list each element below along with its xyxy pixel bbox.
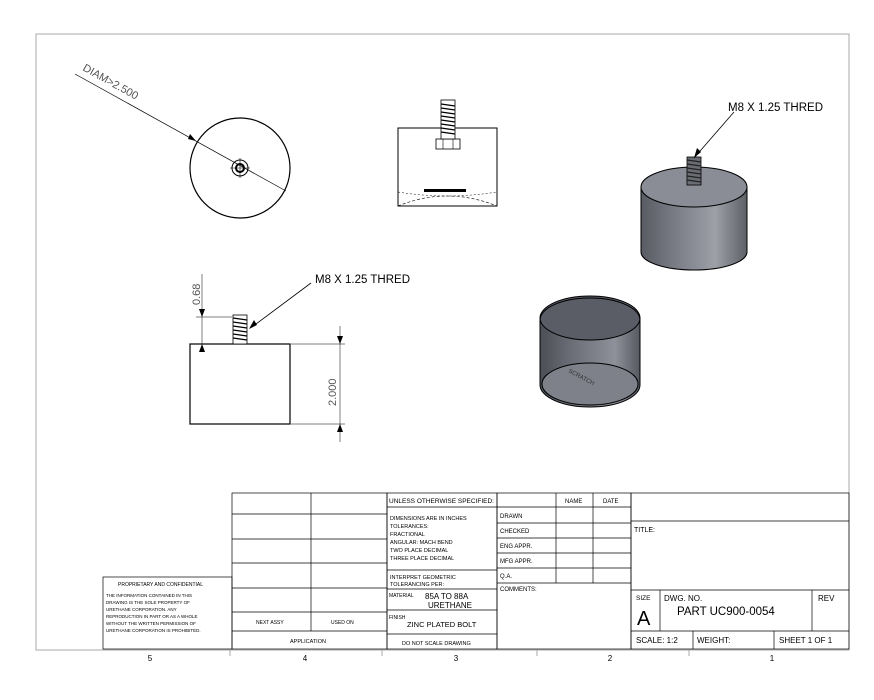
- diam-leader: [74, 73, 287, 192]
- front-view-top: [397, 99, 498, 207]
- dims-line-5: TWO PLACE DECIMAL: [390, 548, 448, 554]
- checked-label: CHECKED: [500, 529, 530, 535]
- proprietary-title: PROPRIETARY AND CONFIDENTIAL: [118, 582, 203, 588]
- dimension-068: 0.68: [191, 284, 203, 305]
- finish-value: ZINC PLATED BOLT: [407, 620, 477, 629]
- thread-callout-iso: M8 X 1.25 THRED: [728, 102, 823, 114]
- zone-1: 1: [770, 654, 775, 663]
- scale-value: SCALE: 1:2: [636, 636, 678, 645]
- material-value-1: 85A TO 88A: [425, 592, 469, 601]
- dimension-2000: 2.000: [327, 378, 339, 406]
- title-block-text: UNLESS OTHERWISE SPECIFIED: NAME DATE DR…: [106, 498, 835, 647]
- application-label: APPLICATION: [290, 639, 326, 645]
- weight-label: WEIGHT:: [697, 636, 730, 645]
- do-not-scale: DO NOT SCALE DRAWING: [402, 641, 471, 647]
- zone-2: 2: [608, 654, 613, 663]
- sheet-border: [35, 33, 850, 651]
- dwg-no-value: PART UC900-0054: [677, 606, 775, 618]
- comments-label: COMMENTS:: [500, 587, 537, 593]
- interpret-line-2: TOLERANCING PER:: [390, 582, 444, 588]
- thread-callout-front: M8 X 1.25 THRED: [315, 274, 410, 286]
- used-on-label: USED ON: [331, 620, 354, 626]
- front-view-dimensioned: [189, 274, 345, 442]
- title-block-lines: [102, 492, 850, 650]
- date-header: DATE: [603, 499, 619, 505]
- proprietary-line-1: THE INFORMATION CONTAINED IN THIS: [106, 593, 192, 598]
- interpret-line-1: INTERPRET GEOMETRIC: [390, 575, 456, 581]
- proprietary-line-3: URETHANE CORPORATION. ANY: [106, 607, 177, 612]
- proprietary-line-6: URETHANE CORPORATION IS PROHIBITED.: [106, 628, 201, 633]
- size-label: SIZE: [636, 595, 651, 602]
- dims-line-3: FRACTIONAL: [390, 532, 425, 538]
- qa-label: Q.A.: [500, 574, 512, 580]
- zone-5: 5: [148, 654, 153, 663]
- proprietary-line-5: WITHOUT THE WRITTEN PERMISSION OF: [106, 621, 196, 626]
- drawn-label: DRAWN: [500, 514, 522, 520]
- zone-ticks: [229, 650, 690, 656]
- iso-view-bottom: [539, 295, 641, 408]
- dimension-arrows: [199, 309, 343, 432]
- rev-label: REV: [818, 594, 835, 603]
- material-value-2: URETHANE: [428, 601, 472, 610]
- proprietary-line-4: REPRODUCTION IN PART OR AS A WHOLE: [106, 614, 198, 619]
- stud-threads-top: [440, 103, 456, 135]
- name-header: NAME: [565, 499, 582, 505]
- iso-view-top: [640, 111, 748, 271]
- zone-3: 3: [454, 654, 459, 663]
- next-assy-label: NEXT ASSY: [256, 620, 284, 626]
- material-label: MATERIAL: [389, 593, 414, 599]
- top-view: [74, 73, 291, 219]
- zone-4: 4: [303, 654, 308, 663]
- stud-threads-front: [232, 317, 248, 341]
- dims-line-2: TOLERANCES:: [390, 524, 429, 530]
- size-value: A: [637, 608, 651, 630]
- dwg-no-label: DWG. NO.: [664, 594, 702, 603]
- dims-line-6: THREE PLACE DECIMAL: [390, 556, 454, 562]
- dims-line-4: ANGULAR: MACH BEND: [390, 540, 453, 546]
- mfg-appr-label: MFG APPR.: [500, 559, 533, 565]
- proprietary-line-2: DRAWING IS THE SOLE PROPERTY OF: [106, 600, 190, 605]
- sheet-value: SHEET 1 OF 1: [779, 636, 833, 645]
- unless-label: UNLESS OTHERWISE SPECIFIED:: [389, 498, 494, 505]
- finish-label: FINISH: [389, 615, 406, 621]
- title-label: TITLE:: [634, 527, 655, 534]
- dims-line-1: DIMENSIONS ARE IN INCHES: [390, 516, 467, 522]
- eng-appr-label: ENG APPR.: [500, 544, 533, 550]
- zone-labels: 5 4 3 2 1: [148, 654, 775, 663]
